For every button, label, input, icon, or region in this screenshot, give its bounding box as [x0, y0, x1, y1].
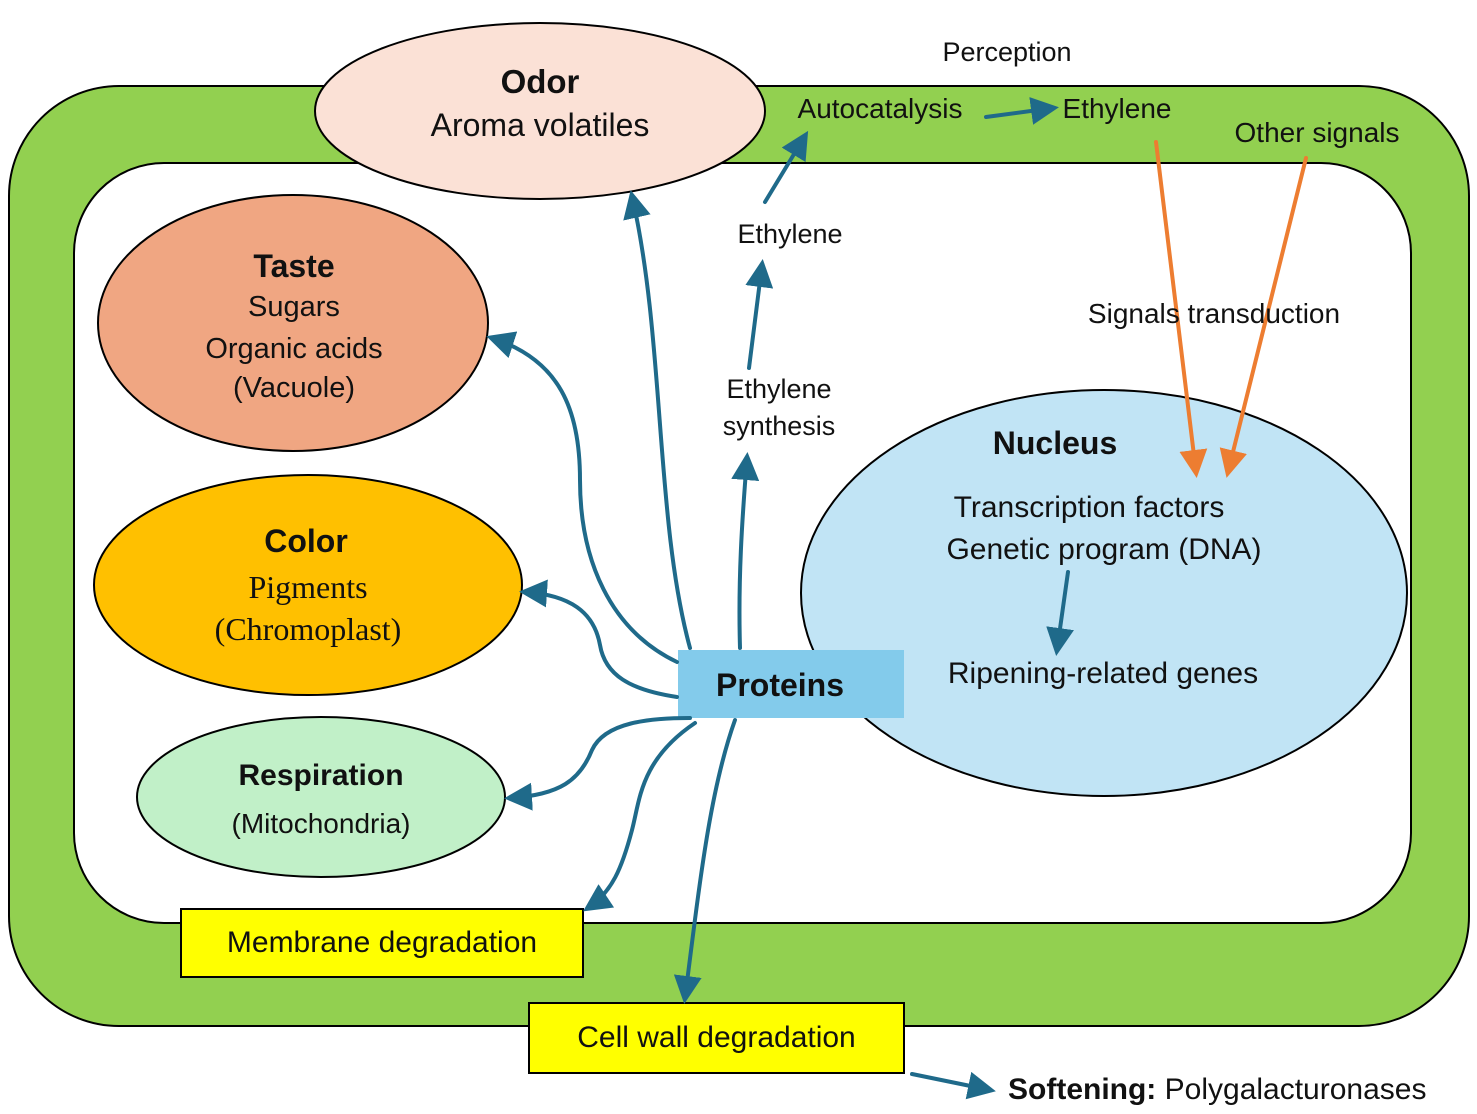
- perception-label: Perception: [942, 37, 1072, 67]
- respiration-ellipse: [136, 716, 506, 878]
- odor-ellipse: [314, 22, 766, 200]
- ethylene-outer-label: Ethylene: [1062, 93, 1172, 124]
- arrow-to-taste: [486, 331, 679, 664]
- ethylene-synthesis-line1: Ethylene: [726, 374, 832, 404]
- nucleus-title: Nucleus: [992, 425, 1118, 461]
- taste-ellipse: [97, 194, 489, 452]
- arrow-to-softening: [910, 1071, 996, 1100]
- other-signals-label: Other signals: [1234, 117, 1400, 148]
- arrow-synthesis-to-ethylene: [745, 259, 774, 370]
- arrow-dna-to-genes: [1046, 570, 1074, 656]
- odor-aroma-volatiles: Aroma volatiles: [430, 107, 650, 143]
- arrow-other-signals: [1219, 156, 1308, 478]
- color-pigments: Pigments: [248, 569, 368, 605]
- nucleus-transcription-factors: Transcription factors: [953, 491, 1225, 524]
- softening-bold: Softening:: [1008, 1073, 1157, 1106]
- membrane-degradation-label: Membrane degradation: [226, 926, 538, 959]
- nucleus-genetic-program: Genetic program (DNA): [946, 533, 1262, 566]
- signals-transduction-label: Signals transduction: [1087, 298, 1341, 329]
- nucleus-ripening-genes: Ripening-related genes: [947, 657, 1259, 690]
- arrow-to-respiration: [504, 716, 692, 811]
- proteins-box: [678, 650, 904, 718]
- respiration-mitochondria: (Mitochondria): [231, 808, 411, 839]
- taste-vacuole: (Vacuole): [233, 372, 355, 404]
- membrane-degradation-box: [180, 908, 584, 978]
- arrow-ethylene-signal: [1154, 140, 1208, 478]
- taste-sugars: Sugars: [248, 291, 340, 323]
- taste-title: Taste: [253, 248, 335, 284]
- softening-text: Softening: Polygalacturonases: [1008, 1072, 1426, 1108]
- cell-wall-degradation-box: [528, 1002, 905, 1074]
- odor-title: Odor: [500, 63, 580, 100]
- taste-organic-acids: Organic acids: [205, 333, 383, 365]
- autocatalysis-label: Autocatalysis: [797, 93, 963, 124]
- ethylene-inner-label: Ethylene: [737, 219, 843, 249]
- softening-enzymes: Polygalacturonases: [1156, 1073, 1427, 1106]
- arrow-to-color: [519, 579, 679, 699]
- arrow-autocatalysis-to-ethylene: [984, 97, 1059, 125]
- cell-wall-degradation-label: Cell wall degradation: [577, 1021, 856, 1054]
- arrow-ethylene-to-autocatalysis: [763, 130, 809, 204]
- ethylene-synthesis-line2: synthesis: [722, 411, 836, 441]
- color-chromoplast: (Chromoplast): [214, 611, 402, 647]
- arrow-to-membrane: [583, 721, 697, 912]
- arrow-to-ethylene-synthesis: [731, 452, 760, 650]
- arrow-to-cell-wall: [673, 718, 737, 1004]
- proteins-label: Proteins: [715, 667, 845, 703]
- arrow-to-odor: [623, 190, 692, 650]
- respiration-title: Respiration: [238, 759, 404, 792]
- nucleus-ellipse: [800, 389, 1408, 797]
- color-title: Color: [264, 523, 348, 559]
